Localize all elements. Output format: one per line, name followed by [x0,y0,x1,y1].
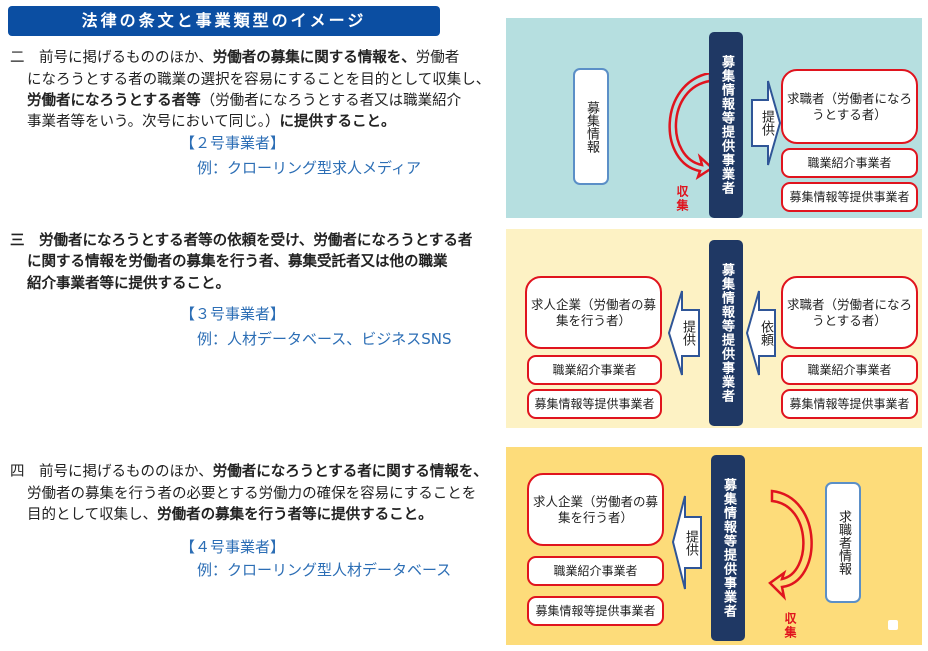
jobseeker-box: 求職者（労働者になろうとする者） [781,276,918,349]
provide-label: 提供 [683,529,698,556]
diagram-panel-3go: 求人企業（労働者の募集を行う者） 職業紹介事業者 募集情報等提供事業者 提供 募… [506,229,922,428]
text-segment: になろうとする者の職業の選択を容易にすることを目的として収集し、 [27,72,491,88]
text-segment: 目的として収集し、 [27,507,158,523]
operator-bar: 募集情報等提供事業者 [709,32,743,218]
operator-bar: 募集情報等提供事業者 [709,240,743,426]
text-segment: 労働者になろうとする者等 [27,93,201,109]
left-arrow-icon [672,495,702,590]
white-marker [888,620,898,630]
text-segment: 労働者の募集を行う者の必要とする労働力の確保を容易にすることを [27,486,477,502]
law-text-line: 労働者の募集を行う者の必要とする労働力の確保を容易にすることを [27,484,476,505]
left-arrow-icon [668,290,700,376]
jobseeker-info-box: 求職者情報 [825,482,861,603]
agency-box: 職業紹介事業者 [781,148,918,178]
jobseeker-box: 求職者（労働者になろうとする者） [781,69,918,144]
page-title: 法律の条文と事業類型のイメージ [8,6,440,36]
collect-label: 収集 [783,612,797,640]
example-label: 例：クローリング型求人メディア [197,159,421,177]
business-type-label: 【２号事業者】 [180,134,286,152]
left-arrow-icon [746,290,776,376]
text-segment: 労働者になろうとする者に関する情報を、 [212,464,488,480]
text-segment: に関する情報を労働者の募集を行う者、募集受託者又は他の職業 [27,254,448,270]
agency-box: 職業紹介事業者 [527,355,662,385]
provide-label: 提供 [680,320,695,346]
request-arrow: 依頼 [746,290,776,376]
law-text-line: に関する情報を労働者の募集を行う者、募集受託者又は他の職業 [27,252,448,273]
collect-arrow-icon [668,73,715,180]
request-label: 依頼 [758,320,773,346]
text-segment: 労働者の募集を行う者等に提供すること。 [157,507,433,523]
business-type-label: 【３号事業者】 [180,305,286,323]
operator-box-2: 募集情報等提供事業者 [781,389,918,419]
example-label: 例：人材データベース、ビジネスSNS [197,330,452,348]
employer-box: 求人企業（労働者の募集を行う者） [525,276,662,349]
text-segment: 紹介事業者等に提供すること。 [27,276,230,292]
collect-label: 収集 [675,185,689,213]
law-text-line: 四 前号に掲げるもののほか、労働者になろうとする者に関する情報を、 [10,462,488,483]
law-text-line: になろうとする者の職業の選択を容易にすることを目的として収集し、 [27,70,490,91]
text-segment: に提供すること。 [279,114,396,130]
source-box: 募集情報 [573,68,609,185]
text-segment: （労働者になろうとする者又は職業紹介 [200,93,462,109]
law-text-line: 目的として収集し、労働者の募集を行う者等に提供すること。 [27,505,433,526]
provide-label: 提供 [759,110,774,136]
employer-box: 求人企業（労働者の募集を行う者） [527,473,664,546]
text-segment: 二 前号に掲げるもののほか、 [10,50,213,66]
diagram-panel-2go: 募集情報 収集 募集情報等提供事業者 提供 求職者（労働者になろうとする者） 職… [506,18,922,218]
text-segment: 四 前号に掲げるもののほか、 [10,464,213,480]
text-segment: 労働者の募集に関する情報を、 [212,50,416,66]
diagram-panel-4go: 求人企業（労働者の募集を行う者） 職業紹介事業者 募集情報等提供事業者 提供 募… [506,447,922,645]
business-type-label: 【４号事業者】 [180,538,286,556]
text-segment: 事業者等をいう。次号において同じ。） [27,114,280,130]
provide-arrow: 提供 [672,495,702,590]
operator-box: 募集情報等提供事業者 [527,389,662,419]
text-segment: 三 労働者になろうとする者等の依頼を受け、労働者になろうとする者 [10,233,473,249]
provide-arrow: 提供 [751,80,781,166]
operator-box: 募集情報等提供事業者 [527,596,664,626]
law-text-line: 紹介事業者等に提供すること。 [27,274,230,295]
law-text-line: 労働者になろうとする者等（労働者になろうとする者又は職業紹介 [27,91,461,112]
right-arrow-icon [751,80,781,166]
operator-bar: 募集情報等提供事業者 [711,455,745,641]
collect-arrow-icon [768,489,813,601]
law-text-line: 二 前号に掲げるもののほか、労働者の募集に関する情報を、労働者 [10,48,459,69]
provide-arrow: 提供 [668,290,700,376]
agency-box-2: 職業紹介事業者 [781,355,918,385]
text-segment: 労働者 [415,50,460,66]
example-label: 例：クローリング型人材データベース [197,561,452,579]
operator-box: 募集情報等提供事業者 [781,182,918,212]
law-text-line: 事業者等をいう。次号において同じ。）に提供すること。 [27,112,395,133]
law-text-line: 三 労働者になろうとする者等の依頼を受け、労働者になろうとする者 [10,231,472,252]
agency-box: 職業紹介事業者 [527,556,664,586]
